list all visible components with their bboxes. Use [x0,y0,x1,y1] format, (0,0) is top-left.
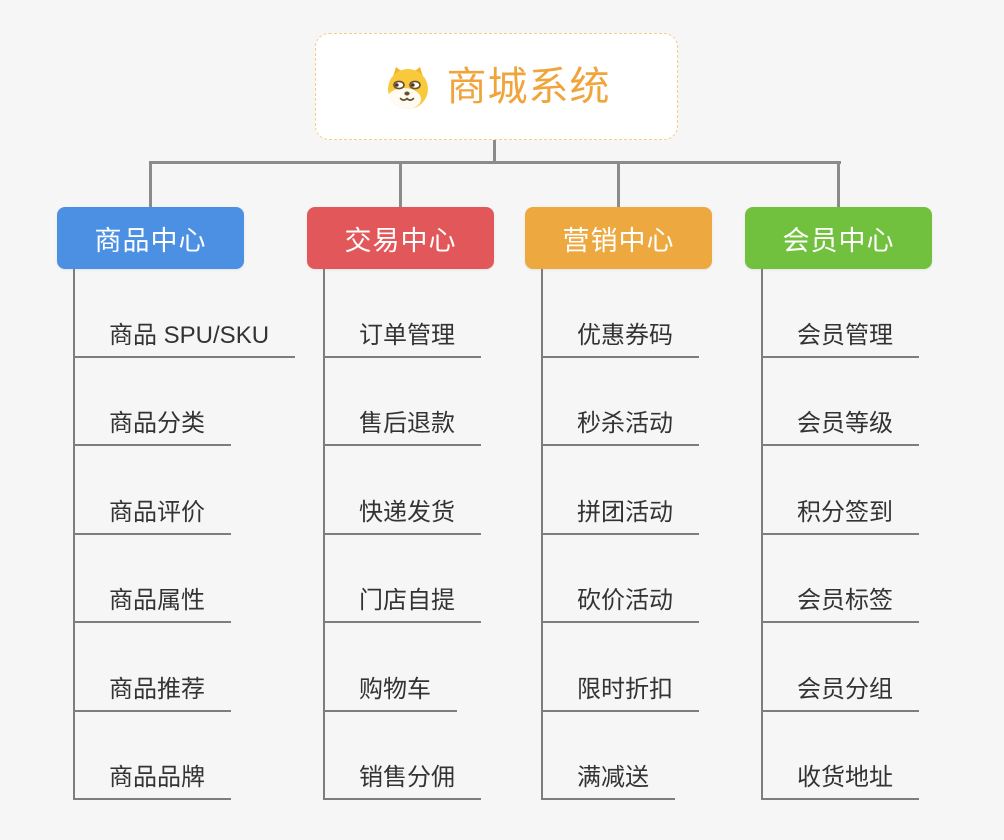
leaf-label: 会员管理 [797,321,893,349]
leaf-label: 拼团活动 [577,498,673,526]
leaf-item[interactable]: 砍价活动 [543,535,699,623]
leaf-label: 积分签到 [797,498,893,526]
branch-label: 商品中心 [94,225,207,256]
leaf-label: 会员等级 [797,410,893,437]
root-title: 商城系统 [446,64,611,109]
leaf-item[interactable]: 商品分类 [75,358,231,446]
items-column-product-center: 商品 SPU/SKU 商品分类商品评价商品属性商品推荐商品品牌 [73,269,296,800]
root-node[interactable]: 商城系统 [315,33,678,140]
leaf-label: 收货地址 [797,764,893,791]
connector-drop-marketing-center [617,161,620,210]
leaf-item[interactable]: 会员管理 [763,269,919,358]
branch-product-center[interactable]: 商品中心 [57,207,244,269]
leaf-label: 销售分佣 [359,764,455,791]
leaf-label: 门店自提 [359,587,455,614]
items-column-trade-center: 订单管理售后退款快递发货门店自提购物车销售分佣 [323,269,481,800]
leaf-item[interactable]: 积分签到 [763,446,919,535]
leaf-label: 售后退款 [359,410,455,437]
connector-root-stem [493,140,496,163]
leaf-label: 商品推荐 [109,675,205,703]
leaf-item[interactable]: 商品品牌 [75,712,231,800]
leaf-item[interactable]: 会员等级 [763,358,919,446]
leaf-label: 订单管理 [359,321,455,349]
connector-drop-product-center [149,161,152,210]
leaf-label: 商品评价 [109,498,205,526]
leaf-item[interactable]: 订单管理 [325,269,481,358]
leaf-item[interactable]: 商品 SPU/SKU [75,269,296,358]
items-column-marketing-center: 优惠券码秒杀活动拼团活动砍价活动限时折扣满减送 [541,269,699,800]
leaf-item[interactable]: 秒杀活动 [543,358,699,446]
branch-label: 会员中心 [782,225,895,256]
leaf-item[interactable]: 商品评价 [75,446,231,535]
leaf-label: 秒杀活动 [577,410,673,437]
leaf-label: 商品品牌 [109,764,205,791]
branch-label: 交易中心 [344,225,457,256]
leaf-label: 商品分类 [109,410,205,437]
leaf-label: 快递发货 [359,498,455,526]
leaf-label: 商品属性 [109,587,205,614]
leaf-label: 商品 SPU/SKU [109,321,270,349]
leaf-label: 砍价活动 [577,587,673,614]
leaf-item[interactable]: 门店自提 [325,535,481,623]
connector-horizontal-bar [149,161,841,164]
leaf-label: 会员分组 [797,675,893,703]
leaf-item[interactable]: 限时折扣 [543,623,699,712]
leaf-item[interactable]: 销售分佣 [325,712,481,800]
leaf-label: 优惠券码 [577,321,673,349]
leaf-item[interactable]: 会员分组 [763,623,919,712]
connector-drop-member-center [837,161,840,210]
leaf-label: 会员标签 [797,587,893,614]
leaf-item[interactable]: 商品推荐 [75,623,231,712]
leaf-item[interactable]: 拼团活动 [543,446,699,535]
leaf-label: 满减送 [577,764,649,791]
leaf-label: 限时折扣 [577,675,673,703]
leaf-label: 购物车 [359,675,431,703]
branch-marketing-center[interactable]: 营销中心 [525,207,712,269]
shiba-dog-icon [383,64,433,110]
branch-trade-center[interactable]: 交易中心 [307,207,494,269]
branch-label: 营销中心 [562,225,675,256]
leaf-item[interactable]: 满减送 [543,712,675,800]
connector-drop-trade-center [399,161,402,210]
leaf-item[interactable]: 快递发货 [325,446,481,535]
leaf-item[interactable]: 会员标签 [763,535,919,623]
leaf-item[interactable]: 收货地址 [763,712,919,800]
leaf-item[interactable]: 优惠券码 [543,269,699,358]
leaf-item[interactable]: 购物车 [325,623,457,712]
items-column-member-center: 会员管理会员等级积分签到会员标签会员分组收货地址 [761,269,919,800]
leaf-item[interactable]: 售后退款 [325,358,481,446]
leaf-item[interactable]: 商品属性 [75,535,231,623]
branch-member-center[interactable]: 会员中心 [745,207,932,269]
